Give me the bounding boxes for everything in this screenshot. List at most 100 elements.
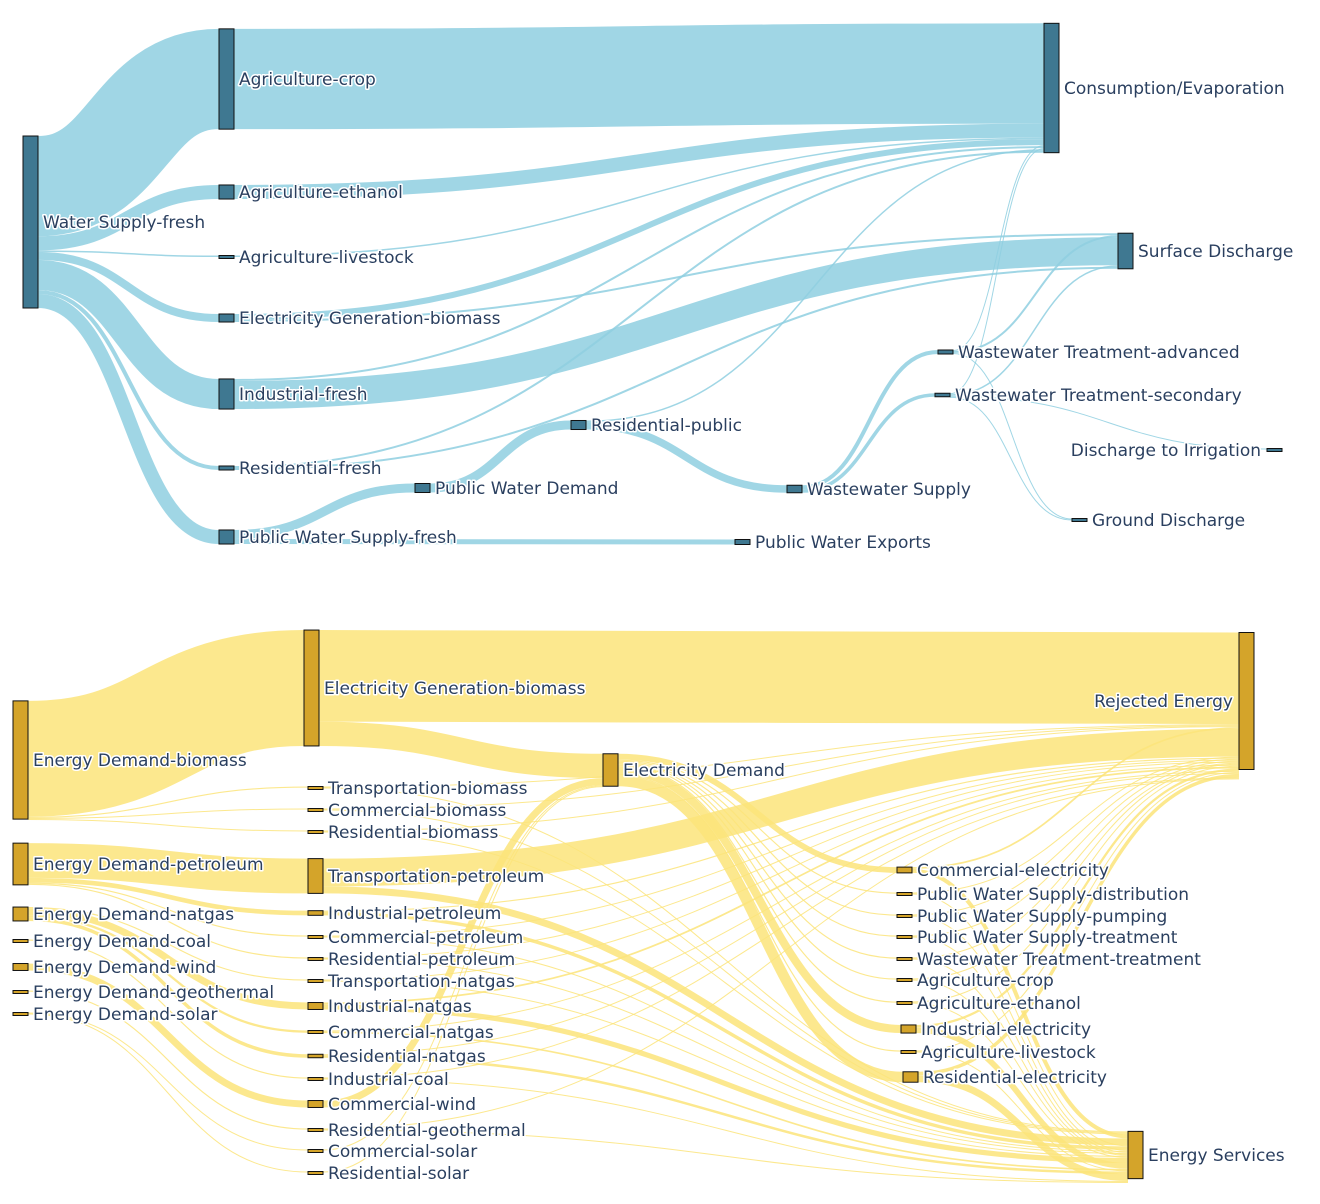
node-bar[interactable] xyxy=(308,1003,323,1010)
node-bar[interactable] xyxy=(219,379,234,409)
node-public-water-supply-fresh[interactable]: Public Water Supply-fresh xyxy=(219,528,457,548)
node-commercial-electricity[interactable]: Commercial-electricity xyxy=(897,861,1109,881)
node-public-water-exports[interactable]: Public Water Exports xyxy=(735,533,931,553)
node-bar[interactable] xyxy=(308,911,323,916)
node-bar[interactable] xyxy=(415,483,430,492)
node-bar[interactable] xyxy=(308,1054,323,1057)
node-bar[interactable] xyxy=(308,859,323,894)
node-bar[interactable] xyxy=(13,1013,28,1016)
node-bar[interactable] xyxy=(1128,1131,1143,1178)
node-residential-solar[interactable]: Residential-solar xyxy=(308,1164,469,1184)
node-agriculture-livestock[interactable]: Agriculture-livestock xyxy=(219,248,414,268)
node-bar[interactable] xyxy=(897,979,912,982)
link-residential-public-to-consumption-evaporation[interactable] xyxy=(586,150,1044,421)
node-energy-demand-natgas[interactable]: Energy Demand-natgas xyxy=(13,905,234,925)
node-industrial-coal[interactable]: Industrial-coal xyxy=(308,1070,449,1090)
node-industrial-electricity[interactable]: Industrial-electricity xyxy=(901,1020,1091,1040)
node-residential-biomass[interactable]: Residential-biomass xyxy=(308,823,499,843)
node-surface-discharge[interactable]: Surface Discharge xyxy=(1118,233,1293,269)
node-energy-demand-coal[interactable]: Energy Demand-coal xyxy=(13,932,211,952)
node-bar[interactable] xyxy=(897,867,912,873)
node-bar[interactable] xyxy=(1239,633,1254,770)
node-bar[interactable] xyxy=(897,915,912,918)
node-electricity-generation-biomass[interactable]: Electricity Generation-biomass xyxy=(219,309,501,329)
node-bar[interactable] xyxy=(13,907,28,921)
link-wastewater-treatment-secondary-to-ground-discharge[interactable] xyxy=(950,397,1072,520)
node-bar[interactable] xyxy=(308,787,323,790)
node-bar[interactable] xyxy=(308,1078,323,1081)
node-wastewater-treatment-secondary[interactable]: Wastewater Treatment-secondary xyxy=(935,386,1242,406)
link-electricity-generation-biomass-to-electricity-demand[interactable] xyxy=(319,734,603,766)
node-agriculture-crop[interactable]: Agriculture-crop xyxy=(897,971,1054,991)
node-transportation-biomass[interactable]: Transportation-biomass xyxy=(308,779,528,799)
node-bar[interactable] xyxy=(308,1150,323,1153)
link-residential-fresh-to-surface-discharge[interactable] xyxy=(234,268,1118,469)
node-agriculture-livestock[interactable]: Agriculture-livestock xyxy=(901,1043,1096,1063)
node-bar[interactable] xyxy=(23,136,38,308)
node-bar[interactable] xyxy=(901,1025,916,1033)
node-energy-demand-geothermal[interactable]: Energy Demand-geothermal xyxy=(13,983,274,1003)
node-commercial-natgas[interactable]: Commercial-natgas xyxy=(308,1023,494,1043)
node-residential-electricity[interactable]: Residential-electricity xyxy=(903,1068,1107,1088)
node-wastewater-treatment-treatment[interactable]: Wastewater Treatment-treatment xyxy=(897,950,1201,970)
node-bar[interactable] xyxy=(308,1172,323,1175)
node-bar[interactable] xyxy=(219,314,234,322)
node-residential-natgas[interactable]: Residential-natgas xyxy=(308,1047,486,1067)
link-water-supply-fresh-to-agriculture-crop[interactable] xyxy=(38,79,219,186)
node-discharge-to-irrigation[interactable]: Discharge to Irrigation xyxy=(1071,441,1282,461)
node-commercial-wind[interactable]: Commercial-wind xyxy=(308,1095,476,1115)
node-bar[interactable] xyxy=(308,831,323,834)
node-bar[interactable] xyxy=(308,936,323,939)
node-bar[interactable] xyxy=(571,420,586,429)
node-bar[interactable] xyxy=(935,393,950,397)
node-bar[interactable] xyxy=(897,958,912,961)
node-industrial-natgas[interactable]: Industrial-natgas xyxy=(308,997,472,1017)
node-bar[interactable] xyxy=(219,256,234,259)
node-residential-geothermal[interactable]: Residential-geothermal xyxy=(308,1121,526,1141)
node-bar[interactable] xyxy=(304,630,319,746)
node-bar[interactable] xyxy=(219,29,234,129)
node-consumption-evaporation[interactable]: Consumption/Evaporation xyxy=(1044,23,1285,152)
node-public-water-demand[interactable]: Public Water Demand xyxy=(415,479,618,499)
node-bar[interactable] xyxy=(219,530,234,544)
node-industrial-petroleum[interactable]: Industrial-petroleum xyxy=(308,904,501,924)
node-residential-fresh[interactable]: Residential-fresh xyxy=(219,459,381,479)
node-energy-services[interactable]: Energy Services xyxy=(1128,1131,1285,1178)
node-bar[interactable] xyxy=(13,991,28,994)
node-bar[interactable] xyxy=(901,1051,916,1054)
node-bar[interactable] xyxy=(897,936,912,939)
node-residential-public[interactable]: Residential-public xyxy=(571,416,742,436)
node-bar[interactable] xyxy=(1118,233,1133,269)
node-bar[interactable] xyxy=(219,185,234,199)
node-agriculture-ethanol[interactable]: Agriculture-ethanol xyxy=(897,994,1081,1014)
node-bar[interactable] xyxy=(219,466,234,470)
node-bar[interactable] xyxy=(308,1129,323,1132)
node-commercial-petroleum[interactable]: Commercial-petroleum xyxy=(308,928,523,948)
node-bar[interactable] xyxy=(1044,23,1059,152)
node-wastewater-supply[interactable]: Wastewater Supply xyxy=(787,480,971,500)
link-wastewater-supply-to-wastewater-treatment-advanced[interactable] xyxy=(802,352,938,487)
node-bar[interactable] xyxy=(308,1101,323,1108)
node-bar[interactable] xyxy=(308,1031,323,1034)
node-bar[interactable] xyxy=(603,754,618,786)
node-bar[interactable] xyxy=(308,958,323,961)
node-public-water-supply-pumping[interactable]: Public Water Supply-pumping xyxy=(897,907,1167,927)
node-bar[interactable] xyxy=(13,843,28,885)
node-bar[interactable] xyxy=(938,350,953,354)
node-commercial-biomass[interactable]: Commercial-biomass xyxy=(308,801,507,821)
node-wastewater-treatment-advanced[interactable]: Wastewater Treatment-advanced xyxy=(938,343,1240,363)
link-energy-demand-biomass-to-residential-biomass[interactable] xyxy=(28,819,308,831)
node-bar[interactable] xyxy=(1072,519,1087,522)
node-bar[interactable] xyxy=(13,940,28,943)
node-bar[interactable] xyxy=(897,893,912,896)
node-ground-discharge[interactable]: Ground Discharge xyxy=(1072,511,1245,531)
node-commercial-solar[interactable]: Commercial-solar xyxy=(308,1142,477,1162)
node-bar[interactable] xyxy=(897,1002,912,1005)
link-energy-demand-biomass-to-electricity-generation-biomass[interactable] xyxy=(28,688,304,759)
node-public-water-supply-distribution[interactable]: Public Water Supply-distribution xyxy=(897,885,1189,905)
node-bar[interactable] xyxy=(13,701,28,819)
node-bar[interactable] xyxy=(13,964,28,971)
node-bar[interactable] xyxy=(903,1072,918,1082)
link-electricity-generation-biomass-to-rejected-energy[interactable] xyxy=(319,676,1239,678)
node-bar[interactable] xyxy=(787,485,802,493)
